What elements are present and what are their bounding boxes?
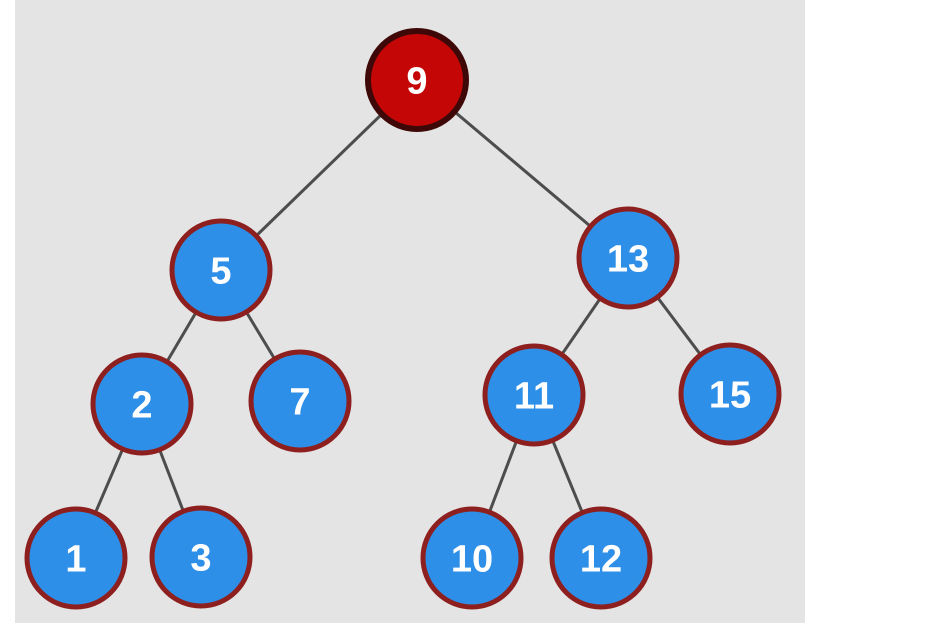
tree-node-2[interactable]: 2 bbox=[90, 352, 194, 456]
tree-node-7[interactable]: 7 bbox=[248, 349, 352, 453]
node-circle bbox=[169, 218, 273, 322]
node-circle bbox=[90, 352, 194, 456]
node-circle bbox=[420, 506, 524, 610]
tree-node-3[interactable]: 3 bbox=[149, 505, 253, 609]
tree-node-13[interactable]: 13 bbox=[576, 206, 680, 310]
tree-node-12[interactable]: 12 bbox=[549, 506, 653, 610]
tree-node-15[interactable]: 15 bbox=[678, 342, 782, 446]
tree-node-1[interactable]: 1 bbox=[24, 506, 128, 610]
tree-node-9[interactable]: 9 bbox=[365, 28, 469, 132]
node-circle bbox=[678, 342, 782, 446]
tree-node-11[interactable]: 11 bbox=[482, 343, 586, 447]
node-circle bbox=[24, 506, 128, 610]
node-circle bbox=[248, 349, 352, 453]
root-node-circle bbox=[365, 28, 469, 132]
tree-node-10[interactable]: 10 bbox=[420, 506, 524, 610]
node-circle bbox=[549, 506, 653, 610]
node-circle bbox=[149, 505, 253, 609]
node-circle bbox=[482, 343, 586, 447]
tree-node-5[interactable]: 5 bbox=[169, 218, 273, 322]
node-circle bbox=[576, 206, 680, 310]
